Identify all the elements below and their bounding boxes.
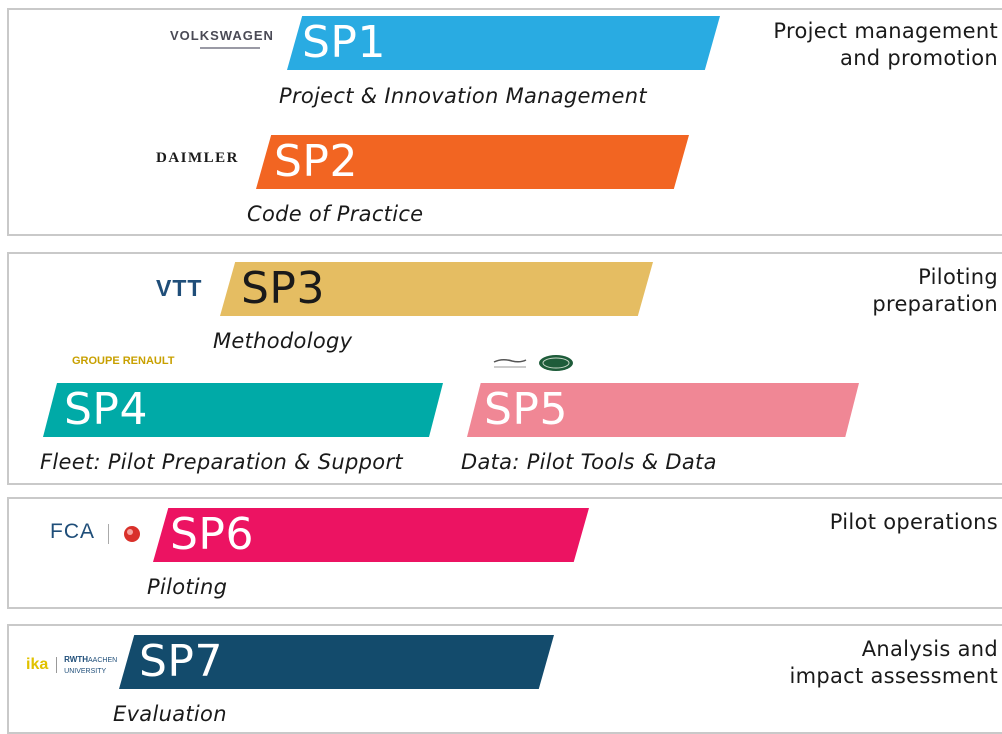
sp1-caption: Project & Innovation Management: [279, 84, 647, 108]
sp1-bar: [287, 16, 720, 70]
sp4-bar: [43, 383, 443, 437]
group-pilot-operations: Pilot operations: [7, 497, 1002, 609]
sp2-label: SP2: [274, 136, 358, 187]
sp7-label: SP7: [139, 636, 223, 687]
sp3-label: SP3: [241, 263, 325, 314]
sp7-caption: Evaluation: [113, 702, 227, 726]
sp6-caption: Piloting: [147, 575, 228, 599]
sp3-bar: [220, 262, 653, 316]
group-project-management: Project management and promotion: [7, 8, 1002, 236]
groupe-renault-logo: GROUPE RENAULT: [72, 355, 175, 367]
sp5-caption: Data: Pilot Tools & Data: [461, 450, 717, 474]
sp1-label: SP1: [302, 17, 386, 68]
daimler-logo: DAIMLER: [156, 150, 240, 166]
ika-rwth-logo: ika RWTHAACHEN UNIVERSITY: [26, 655, 118, 676]
group-label: Analysis and impact assessment: [789, 637, 998, 688]
group-label: Piloting preparation: [872, 265, 998, 316]
crf-icon: [124, 525, 141, 542]
logo-divider: [108, 523, 110, 544]
sp3-caption: Methodology: [213, 329, 353, 353]
logo-divider: [55, 657, 57, 673]
vtt-logo: VTT: [156, 275, 203, 301]
group-label: Project management and promotion: [773, 19, 998, 70]
sp2-caption: Code of Practice: [247, 202, 424, 226]
sp4-label: SP4: [64, 384, 148, 435]
sp6-label: SP6: [170, 509, 254, 560]
group-piloting-preparation: Piloting preparation: [7, 252, 1002, 485]
sp2-bar: [256, 135, 689, 189]
sp7-bar: [119, 635, 554, 689]
group-label: Pilot operations: [829, 510, 998, 534]
sp6-bar: [153, 508, 589, 562]
jaguar-land-rover-icon: [493, 355, 573, 371]
sp5-label: SP5: [484, 384, 568, 435]
fca-crf-logo: FCA: [50, 520, 142, 544]
jaguar-land-rover-logo: [492, 354, 582, 378]
volkswagen-logo: VOLKSWAGEN: [170, 28, 274, 49]
sp4-caption: Fleet: Pilot Preparation & Support: [40, 450, 403, 474]
sp5-bar: [467, 383, 859, 437]
